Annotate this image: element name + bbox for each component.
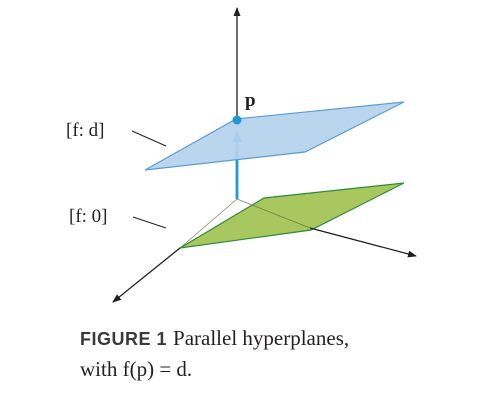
plane-f-0-leader	[132, 216, 167, 229]
y-axis	[112, 247, 181, 303]
plane-f-0-label: [f: 0]	[69, 206, 108, 227]
point-p	[232, 115, 242, 125]
caption-figure-label: FIGURE 1	[80, 329, 168, 349]
axis-hidden-segment	[236, 198, 311, 229]
hyperplanes-figure: p [f: d] [f: 0]	[66, 7, 417, 303]
caption-title: Parallel hyperplanes,	[173, 326, 350, 350]
axis-hidden-segment	[179, 198, 238, 249]
x-axis	[309, 227, 417, 258]
point-p-label: p	[245, 90, 256, 111]
plane-f-d	[144, 101, 405, 171]
caption-line-2: with f(p) = d.	[80, 357, 193, 381]
plane-f-0	[179, 182, 405, 249]
plane-f-d-leader	[131, 130, 167, 147]
plane-f-d-label: [f: d]	[66, 120, 105, 141]
